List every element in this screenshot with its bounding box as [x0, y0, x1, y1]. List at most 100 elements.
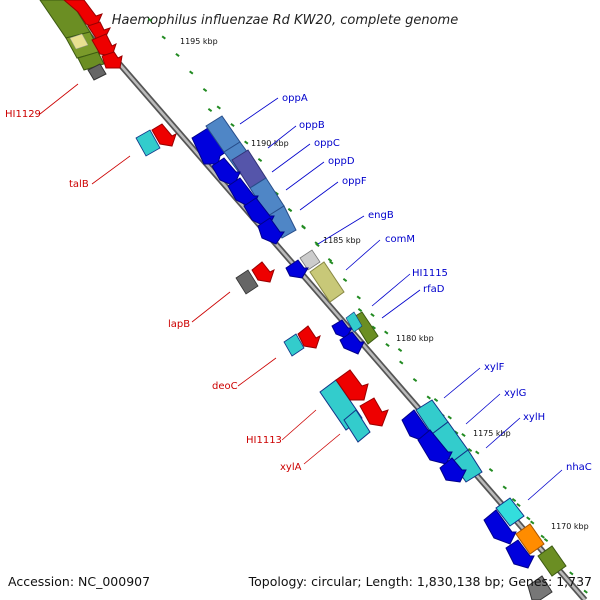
tick-dot: [511, 497, 517, 503]
gene-arrow-blue-engB: [285, 259, 309, 279]
gene-label-oppF: oppF: [342, 176, 367, 187]
tick-dot: [583, 589, 588, 594]
gene-arrow-red-xylA: [359, 397, 389, 427]
gene-block-grey-top: [87, 63, 107, 81]
tick-dot: [342, 277, 348, 283]
tick-dot: [397, 347, 403, 353]
feature-deoC: [283, 325, 321, 357]
tick-dot: [329, 260, 334, 265]
gene-label-xylF: xylF: [484, 362, 505, 373]
tick-dot: [426, 395, 431, 400]
gene-arrow-red-HI1113: [335, 369, 369, 401]
gene-label-HI1129: HI1129: [5, 109, 41, 120]
gene-label-talB: talB: [69, 179, 89, 190]
feature-cluster-top: [39, 0, 123, 81]
tick-dot: [488, 467, 494, 473]
gene-label-HI1113: HI1113: [246, 435, 282, 446]
gene-block-olive-bottom: [537, 545, 567, 577]
tick-dot: [412, 377, 418, 383]
tick-dot: [370, 312, 375, 318]
gene-arrow-blue-oppB: [211, 157, 241, 187]
tick-dot: [447, 415, 452, 420]
gene-block-cyan-nhaC: [495, 497, 525, 527]
gene-arrow-red-talB: [151, 123, 177, 147]
gene-label-xylA: xylA: [280, 462, 302, 473]
gene-block-grey-light: [299, 249, 321, 271]
gene-label-oppC: oppC: [314, 138, 340, 149]
feature-lapB: [235, 261, 275, 295]
tick-dot: [357, 307, 363, 313]
tick-dot: [287, 208, 293, 212]
gene-arrow-blue-bottom: [505, 539, 535, 569]
tick-dot: [327, 257, 333, 263]
gene-block-cyan-deoC: [283, 333, 305, 357]
feature-talB: [135, 123, 177, 157]
gene-labels-forward: oppA oppB oppC oppD oppF engB comM HI111…: [239, 93, 592, 501]
gene-arrow-red-4: [101, 51, 123, 69]
tick-dot: [475, 450, 480, 455]
accession-label: Accession: NC_000907: [8, 574, 150, 589]
gene-label-xylG: xylG: [504, 388, 526, 399]
gene-arrow-red-1: [63, 0, 103, 29]
gene-label-oppD: oppD: [328, 156, 355, 167]
tick-dot: [230, 123, 235, 127]
feature-engB-comM: [285, 249, 345, 303]
feature-opp-operon: [191, 115, 297, 245]
gene-arrow-blue-oppF: [257, 217, 285, 245]
tick-dot: [502, 485, 507, 490]
tick-label-1190: 1190 kbp: [251, 139, 289, 148]
gene-label-HI1115: HI1115: [412, 268, 448, 279]
gene-label-rfaD: rfaD: [423, 284, 445, 295]
tick-dot: [315, 243, 320, 247]
tick-dot: [540, 534, 545, 539]
genome-backbone: [61, 0, 588, 600]
gene-arrow-red-3: [91, 33, 117, 57]
tick-dot: [384, 330, 389, 335]
tick-dot: [301, 225, 306, 230]
tick-dot: [569, 571, 574, 576]
gene-arrow-blue-rfaD: [339, 331, 365, 355]
tick-dot: [207, 108, 213, 112]
gene-label-comM: comM: [385, 234, 415, 245]
gene-arrow-blue-nhaC: [483, 509, 517, 545]
gene-label-engB: engB: [368, 210, 394, 221]
gene-label-lapB: lapB: [168, 319, 190, 330]
tick-dot: [244, 140, 249, 145]
gene-arrow-red-deoC: [297, 325, 321, 349]
gene-label-nhaC: nhaC: [566, 462, 592, 473]
tick-dot: [147, 17, 153, 23]
gene-block-olive-comM: [309, 261, 345, 303]
tick-dot: [530, 520, 535, 525]
feature-xyl-operon: [401, 399, 483, 483]
tick-dot: [257, 158, 263, 162]
tick-dot: [526, 516, 531, 521]
gene-block-cyan-xylA: [343, 409, 371, 443]
tick-dot: [385, 342, 390, 348]
gene-arrow-blue-xylG: [417, 429, 453, 465]
tick-dot: [356, 295, 361, 300]
map-title: Haemophilus influenzae Rd KW20, complete…: [112, 13, 458, 28]
tick-dot: [399, 360, 404, 365]
gene-label-deoC: deoC: [212, 381, 238, 392]
tick-dot-lines: [147, 17, 588, 594]
tick-dot: [433, 397, 439, 403]
gene-block-grey-bottom: [527, 575, 553, 600]
tick-dot: [461, 432, 466, 438]
feature-nhaC: [483, 497, 567, 600]
gene-label-oppB: oppB: [299, 120, 325, 131]
tick-labels: 1195 kbp 1190 kbp 1185 kbp 1180 kbp 1175…: [180, 37, 589, 531]
tick-dot: [216, 105, 221, 110]
tick-dot: [202, 88, 208, 92]
gene-labels-reverse: HI1129 talB lapB deoC HI1113 xylA: [5, 83, 341, 473]
tick-label-1185: 1185 kbp: [323, 236, 361, 245]
gene-block-yellow: [69, 33, 89, 50]
summary-label: Topology: circular; Length: 1,830,138 bp…: [248, 574, 592, 589]
gene-block-cyan-talB: [135, 129, 161, 157]
tick-dot: [543, 537, 549, 543]
gene-block-orange: [515, 523, 545, 555]
gene-block-grey-lapB: [235, 269, 259, 295]
gene-label-oppA: oppA: [282, 93, 308, 104]
tick-label-1175: 1175 kbp: [473, 429, 511, 438]
gene-label-xylH: xylH: [523, 412, 545, 423]
